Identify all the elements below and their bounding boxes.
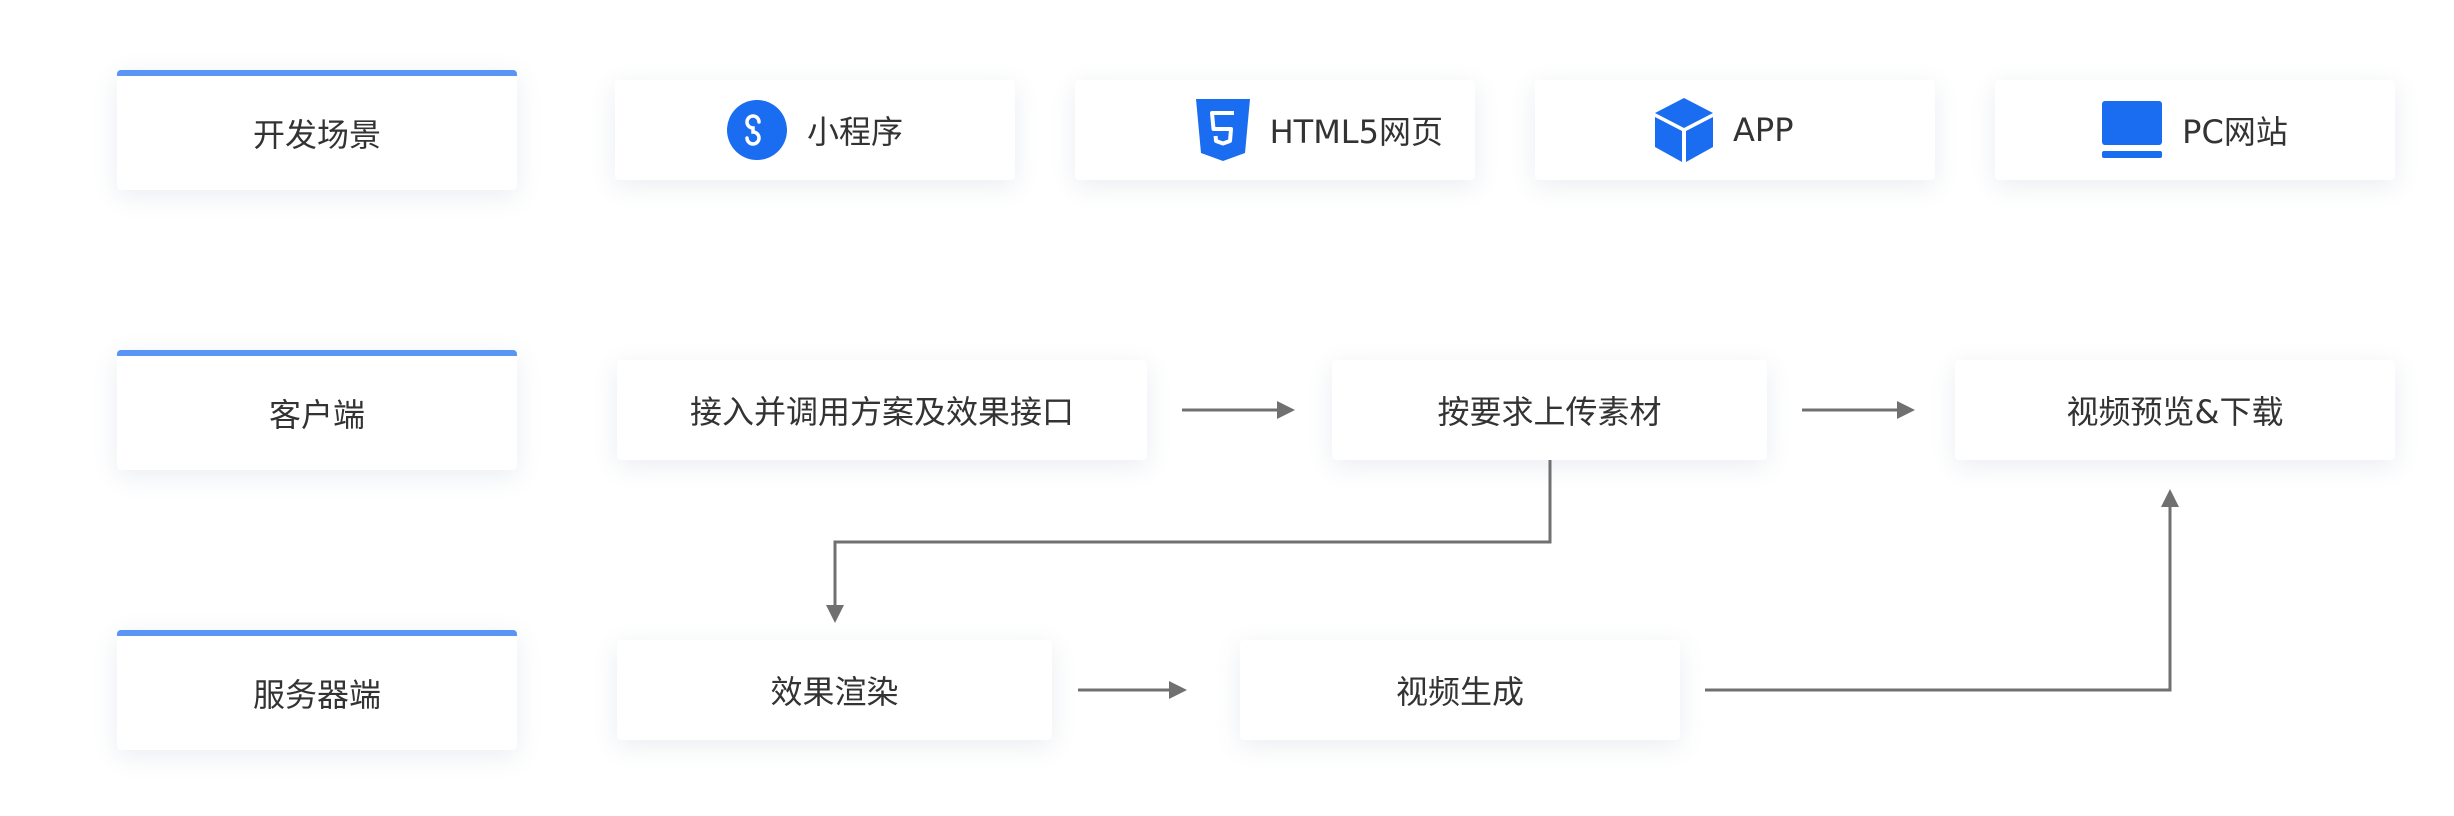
row-label-text: 服务器端 (252, 676, 381, 714)
row-label-text: 开发场景 (252, 116, 381, 154)
platform-card-pc: PC网站 (1995, 80, 2395, 180)
step-label: 视频预览&下载 (2066, 393, 2284, 431)
step-label: 接入并调用方案及效果接口 (689, 393, 1074, 431)
step-effect-render: 效果渲染 (617, 640, 1052, 740)
platform-card-miniprogram: 小程序 (615, 80, 1015, 180)
row-label-scenarios: 开发场景 (117, 70, 517, 190)
cube-icon (1655, 98, 1713, 162)
html5-icon (1195, 99, 1250, 161)
platform-card-html5: HTML5网页 (1075, 80, 1475, 180)
monitor-icon (2102, 101, 2163, 159)
step-video-generate: 视频生成 (1240, 640, 1680, 740)
arrow-upload-to-render (826, 460, 1552, 623)
step-label: 效果渲染 (770, 673, 899, 711)
row-label-client: 客户端 (117, 350, 517, 470)
step-label: 视频生成 (1395, 673, 1524, 711)
step-label: 按要求上传素材 (1437, 393, 1662, 431)
row-label-text: 客户端 (268, 396, 365, 434)
platform-label: 小程序 (806, 113, 903, 151)
platform-label: HTML5网页 (1269, 113, 1443, 151)
step-preview-download: 视频预览&下载 (1955, 360, 2395, 460)
platform-label: PC网站 (2182, 113, 2288, 151)
platform-label: APP (1733, 111, 1794, 149)
step-upload-material: 按要求上传素材 (1332, 360, 1767, 460)
row-label-server: 服务器端 (117, 630, 517, 750)
arrow-generate-to-preview (1705, 489, 2179, 692)
mini-program-icon (726, 100, 787, 160)
platform-card-app: APP (1535, 80, 1935, 180)
step-integrate-api: 接入并调用方案及效果接口 (617, 360, 1147, 460)
